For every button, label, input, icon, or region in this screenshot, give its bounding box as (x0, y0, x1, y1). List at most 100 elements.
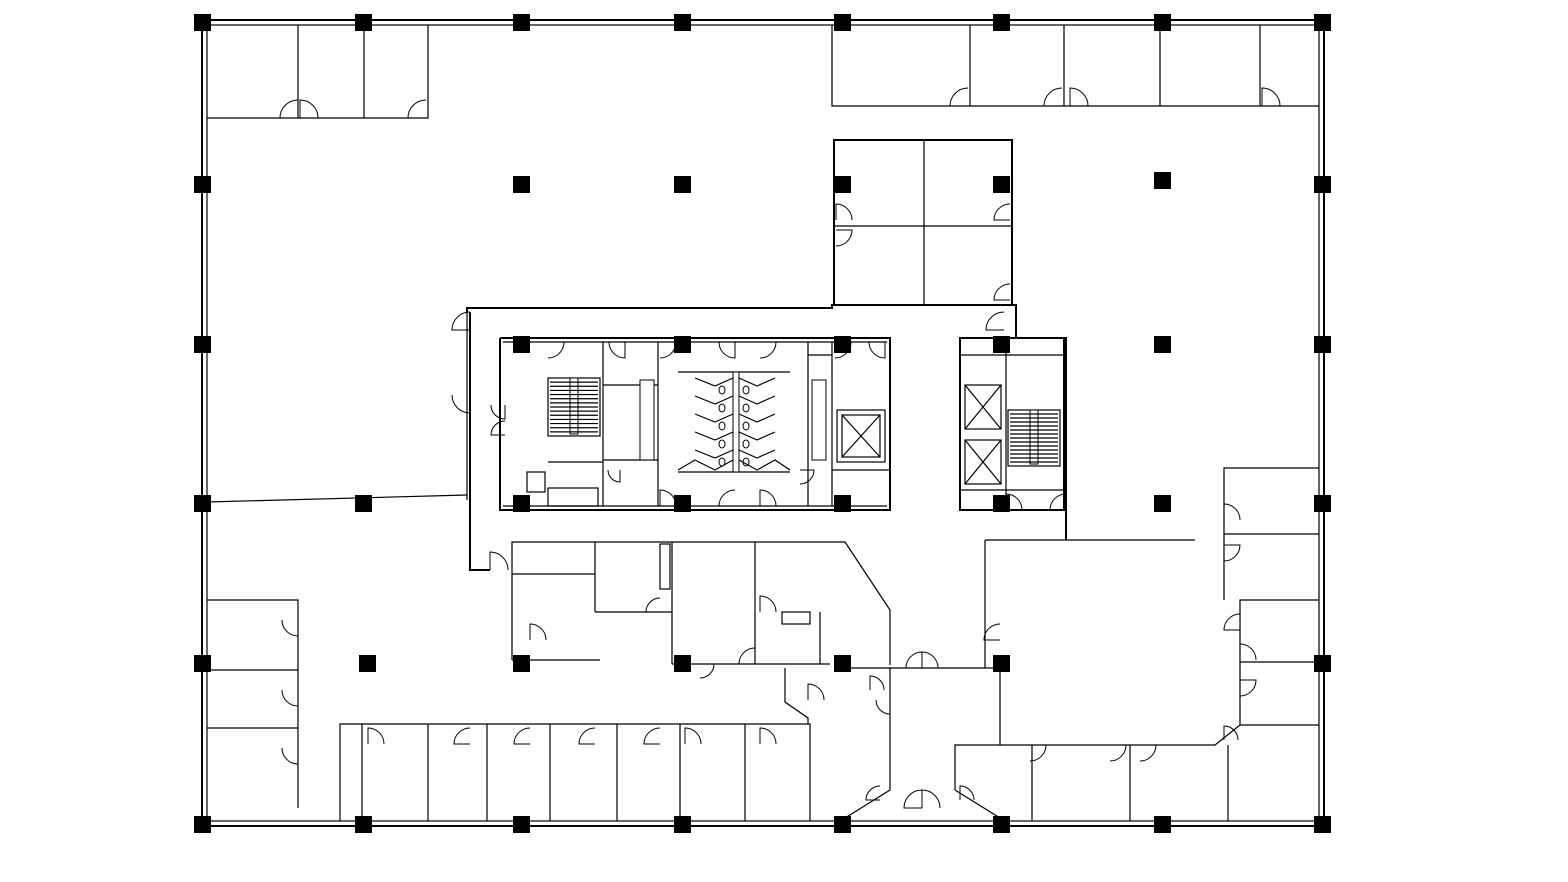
structural-column (355, 816, 372, 833)
structural-column (1314, 176, 1331, 193)
north-east-offices (831, 25, 1319, 107)
toilet (742, 421, 750, 431)
structural-column (1154, 336, 1171, 353)
door-swing (1005, 493, 1023, 511)
door-swing (1223, 544, 1241, 562)
structural-column (513, 816, 530, 833)
door-swing (643, 727, 661, 745)
structural-column (194, 336, 211, 353)
door-swing (903, 789, 923, 809)
stall-partition (694, 377, 734, 387)
structural-column (1314, 14, 1331, 31)
door-swing (684, 727, 702, 745)
structural-column (513, 14, 530, 31)
south-office-row (339, 723, 811, 821)
door-swing (835, 229, 853, 247)
door-swing (1239, 679, 1257, 697)
stall-partition (694, 431, 734, 441)
door-swing (949, 87, 969, 107)
toilet (718, 385, 726, 395)
door-swing (921, 789, 941, 809)
toilet (742, 385, 750, 395)
elevator-shaft-west (836, 409, 886, 463)
door-swing (718, 341, 736, 359)
structural-column (993, 176, 1010, 193)
structural-column (355, 495, 372, 512)
door-swing (281, 747, 299, 765)
door-swing (921, 651, 939, 669)
door-swing (759, 341, 777, 359)
door-swing (1261, 87, 1281, 107)
door-swing (578, 727, 596, 745)
stair-west (547, 377, 601, 437)
door-swing (490, 420, 506, 436)
door-swing (738, 647, 756, 665)
structural-column (674, 816, 691, 833)
toilet (718, 421, 726, 431)
stall-partition (738, 459, 791, 471)
structural-column (993, 655, 1010, 672)
structural-column (1154, 14, 1171, 31)
structural-column (834, 655, 851, 672)
door-swing (985, 311, 1005, 331)
south-west-offices (207, 599, 299, 808)
door-swing (659, 341, 677, 359)
door-swing (807, 683, 825, 701)
structural-column (194, 816, 211, 833)
stall-partition (738, 449, 776, 459)
structural-column (513, 495, 530, 512)
exterior-wall (201, 19, 1325, 827)
door-swing (279, 99, 299, 119)
structural-column (1314, 816, 1331, 833)
toilet (718, 403, 726, 413)
structural-column (834, 176, 851, 193)
structural-column (993, 816, 1010, 833)
structural-column (1154, 816, 1171, 833)
door-swing (367, 727, 385, 745)
door-swing (645, 597, 661, 613)
structural-column (194, 655, 211, 672)
door-swing (451, 311, 471, 331)
stall-partition (738, 431, 776, 441)
door-swing (281, 619, 299, 637)
structural-column (1154, 495, 1171, 512)
structural-column (194, 14, 211, 31)
door-swing (905, 651, 923, 669)
structural-column (834, 495, 851, 512)
door-swing (759, 727, 777, 745)
door-swing (659, 489, 677, 507)
stall-partition (694, 395, 734, 405)
structural-column (674, 14, 691, 31)
structural-column (993, 14, 1010, 31)
door-swing (513, 727, 531, 745)
door-swing (875, 699, 891, 715)
door-swing (529, 623, 547, 641)
stall-partition (694, 413, 734, 423)
door-swing (281, 689, 299, 707)
door-swing (983, 623, 1001, 641)
door-swing (1049, 493, 1067, 511)
structural-column (1154, 172, 1171, 189)
door-swing (799, 469, 815, 485)
door-swing (759, 595, 777, 613)
stall-partition (738, 395, 776, 405)
structural-column (834, 14, 851, 31)
toilet (742, 403, 750, 413)
door-swing (407, 99, 427, 119)
structural-column (674, 336, 691, 353)
structural-column (1314, 495, 1331, 512)
structural-column (194, 176, 211, 193)
entry-vestibule (890, 667, 1001, 819)
door-swing (1223, 613, 1241, 631)
door-swing (993, 283, 1011, 301)
door-swing (1109, 744, 1127, 762)
door-swing (959, 785, 975, 801)
door-swing (451, 394, 471, 414)
structural-column (359, 655, 376, 672)
structural-column (355, 14, 372, 31)
structural-column (194, 495, 211, 512)
door-swing (834, 341, 852, 359)
door-swing (699, 663, 715, 679)
structural-columns (194, 14, 1331, 833)
structural-column (513, 176, 530, 193)
